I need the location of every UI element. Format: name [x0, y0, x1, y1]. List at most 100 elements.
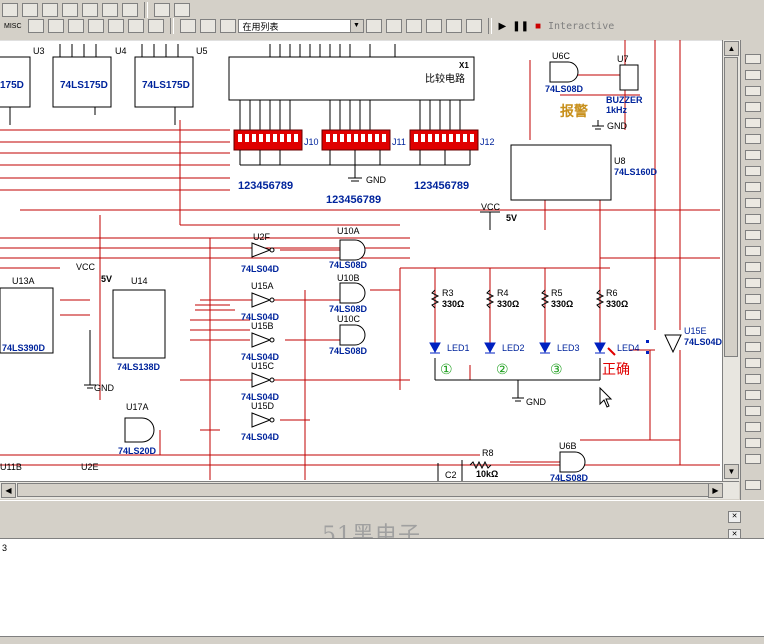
place-tool-button[interactable]	[82, 3, 98, 17]
component-button[interactable]	[127, 19, 144, 33]
vertical-scrollbar[interactable]: ▲ ▼	[722, 40, 740, 481]
gate-u6b[interactable]: U6B 74LS08D	[550, 441, 589, 481]
chip-u13a[interactable]: U13A 74LS390D	[0, 276, 54, 354]
scroll-right-icon[interactable]: ▶	[708, 483, 723, 498]
gear-icon[interactable]	[465, 19, 482, 33]
gate-u17a[interactable]: U17A 74LS20D	[118, 402, 157, 456]
resistor-r6[interactable]: R6 330Ω	[595, 288, 628, 309]
led-3[interactable]: LED3 ③	[539, 342, 580, 377]
place-tool-button[interactable]	[62, 3, 78, 17]
horizontal-scroll-thumb[interactable]	[17, 483, 717, 497]
dip-switch-j12[interactable]: J12 123456789	[409, 129, 495, 192]
resistor-r4[interactable]: R4 330Ω	[485, 288, 519, 309]
bode-plotter-icon[interactable]	[745, 134, 761, 144]
spreadsheet-body[interactable]: 3	[0, 538, 764, 637]
component-button[interactable]	[87, 19, 104, 33]
hierarchy-button[interactable]	[199, 19, 216, 33]
chip-u4[interactable]: U4 74LS175D	[52, 46, 127, 108]
grapher-button[interactable]	[365, 19, 382, 33]
stop-icon[interactable]: ■	[534, 20, 542, 32]
chevron-down-icon[interactable]: ▼	[349, 20, 363, 32]
place-tool-button[interactable]	[102, 3, 118, 17]
instrument-icon[interactable]	[745, 326, 761, 336]
instrument-icon[interactable]	[745, 422, 761, 432]
dip-switch-j11[interactable]: J11 123456789	[321, 129, 406, 206]
instrument-button[interactable]	[385, 19, 402, 33]
chip-u14[interactable]: U14 74LS138D	[112, 276, 166, 372]
component-button[interactable]	[27, 19, 44, 33]
logic-converter-icon[interactable]	[745, 198, 761, 208]
chip-u3[interactable]: U3 175D	[0, 46, 45, 108]
horizontal-scrollbar[interactable]: ◀ ▶	[0, 481, 739, 499]
scroll-left-icon[interactable]: ◀	[1, 483, 16, 498]
function-generator-icon[interactable]	[745, 70, 761, 80]
instrument-icon[interactable]	[745, 406, 761, 416]
inverter-u2f[interactable]: U2F 74LS04D	[241, 232, 280, 274]
word-generator-icon[interactable]	[745, 166, 761, 176]
instrument-button[interactable]	[425, 19, 442, 33]
instrument-icon[interactable]	[745, 342, 761, 352]
chip-u5[interactable]: U5 74LS175D	[134, 46, 208, 108]
close-icon[interactable]: ✕	[728, 511, 741, 523]
instrument-icon[interactable]	[745, 278, 761, 288]
instrument-icon[interactable]	[745, 454, 761, 464]
simulation-mode-label[interactable]: Interactive	[548, 20, 615, 32]
instrument-button[interactable]	[445, 19, 462, 33]
gate-u10c[interactable]: U10C 74LS08D	[329, 314, 368, 356]
in-use-list-combo[interactable]: 在用列表 ▼	[237, 19, 364, 33]
scroll-down-icon[interactable]: ▼	[724, 464, 739, 479]
multimeter-icon[interactable]	[745, 54, 761, 64]
inverter-u15a[interactable]: U15A 74LS04D	[241, 281, 280, 322]
vertical-scroll-thumb[interactable]	[724, 57, 738, 357]
led-2[interactable]: LED2 ②	[484, 342, 525, 377]
place-tool-button[interactable]	[42, 3, 58, 17]
instrument-button[interactable]	[405, 19, 422, 33]
hierarchy-button[interactable]	[219, 19, 236, 33]
inverter-u15b[interactable]: U15B 74LS04D	[241, 321, 280, 362]
instrument-icon[interactable]	[745, 390, 761, 400]
scroll-up-icon[interactable]: ▲	[724, 41, 739, 56]
hierarchy-button[interactable]	[179, 19, 196, 33]
wattmeter-icon[interactable]	[745, 86, 761, 96]
instrument-icon[interactable]	[745, 374, 761, 384]
resistor-r5[interactable]: R5 330Ω	[540, 288, 573, 309]
instrument-icon[interactable]	[745, 358, 761, 368]
run-icon[interactable]: ▶	[498, 20, 507, 32]
place-tool-button[interactable]	[2, 3, 18, 17]
instrument-icon[interactable]	[745, 310, 761, 320]
component-button[interactable]	[47, 19, 64, 33]
chip-u8[interactable]: U8 74LS160D	[510, 144, 658, 201]
gate-u10b[interactable]: U10B 74LS08D	[329, 273, 368, 314]
led-1[interactable]: LED1 ①	[429, 342, 470, 377]
wire-tool-button[interactable]	[154, 3, 170, 17]
component-button[interactable]	[147, 19, 164, 33]
place-tool-button[interactable]	[122, 3, 138, 17]
resistor-r3[interactable]: R3 330Ω	[430, 288, 464, 309]
gate-u6c[interactable]: U6C 74LS08D	[545, 51, 584, 94]
instrument-icon[interactable]	[745, 438, 761, 448]
spectrum-analyzer-icon[interactable]	[745, 246, 761, 256]
distortion-analyzer-icon[interactable]	[745, 230, 761, 240]
place-tool-button[interactable]	[22, 3, 38, 17]
instrument-icon[interactable]	[745, 480, 761, 490]
bus-tool-button[interactable]	[174, 3, 190, 17]
inverter-u15d[interactable]: U15D 74LS04D	[241, 401, 280, 442]
oscilloscope-icon[interactable]	[745, 102, 761, 112]
component-button[interactable]	[107, 19, 124, 33]
schematic-canvas[interactable]: U3 175D U4 74LS175D U5 74LS175D X1 比较电路 …	[0, 40, 723, 481]
logic-analyzer-icon[interactable]	[745, 182, 761, 192]
pause-icon[interactable]: ❚❚	[512, 20, 529, 32]
instrument-icon[interactable]	[745, 294, 761, 304]
inverter-u15e[interactable]: U15E 74LS04D	[664, 326, 722, 354]
network-analyzer-icon[interactable]	[745, 262, 761, 272]
component-button[interactable]	[67, 19, 84, 33]
oscilloscope-4ch-icon[interactable]	[745, 118, 761, 128]
inverter-u15c[interactable]: U15C 74LS04D	[241, 361, 280, 402]
dip-switch-j10[interactable]: J10 123456789	[233, 129, 319, 192]
buzzer-u7[interactable]: U7 BUZZER 1kHz	[606, 54, 643, 115]
led-4[interactable]: LED4 正确	[594, 340, 649, 377]
iv-analyzer-icon[interactable]	[745, 214, 761, 224]
chip-x1-comparator[interactable]: X1 比较电路	[228, 56, 475, 101]
frequency-counter-icon[interactable]	[745, 150, 761, 160]
resistor-r8[interactable]: R8 10kΩ	[469, 448, 498, 479]
